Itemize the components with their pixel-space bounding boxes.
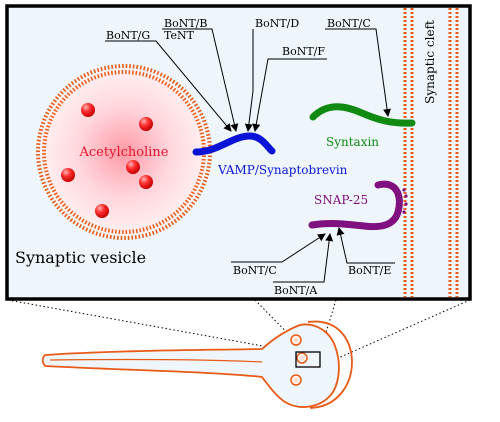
tent-label: TeNT <box>164 29 195 42</box>
bont-c-syntaxin-label: BoNT/C <box>327 17 371 30</box>
zoom-region-box <box>295 351 321 368</box>
postsynaptic-membrane <box>403 8 459 297</box>
bont-f-label: BoNT/F <box>282 45 325 58</box>
vamp-protein <box>192 132 276 156</box>
synaptic-vesicle-label: Synaptic vesicle <box>15 248 146 267</box>
bont-d-label: BoNT/D <box>255 17 299 30</box>
acetylcholine-molecule <box>126 160 140 174</box>
bont-a-label: BoNT/A <box>274 284 318 297</box>
syntaxin-protein <box>309 103 416 127</box>
acetylcholine-molecule <box>139 175 153 189</box>
vamp-toxin-callouts <box>105 28 327 132</box>
acetylcholine-label: Acetylcholine <box>79 145 169 160</box>
bont-c-snap-label: BoNT/C <box>233 264 277 277</box>
bont-b-label: BoNT/B <box>164 17 207 30</box>
acetylcholine-molecule <box>95 204 109 218</box>
bont-g-label: BoNT/G <box>106 29 150 42</box>
acetylcholine-molecule <box>81 103 95 117</box>
vamp-label: VAMP/Synaptobrevin <box>217 163 348 177</box>
acetylcholine-molecule <box>61 168 75 182</box>
acetylcholine-molecules <box>61 103 153 218</box>
snap25-label: SNAP-25 <box>314 193 368 207</box>
snap25-protein <box>308 180 403 231</box>
syntaxin-toxin-callout <box>325 28 392 117</box>
neuron-overview <box>41 320 353 409</box>
acetylcholine-molecule <box>139 117 153 131</box>
bont-e-label: BoNT/E <box>348 264 391 277</box>
snap25-toxin-callouts <box>231 227 395 283</box>
synaptic-cleft-label: Synaptic cleft <box>423 20 437 104</box>
syntaxin-label: Syntaxin <box>326 135 379 149</box>
